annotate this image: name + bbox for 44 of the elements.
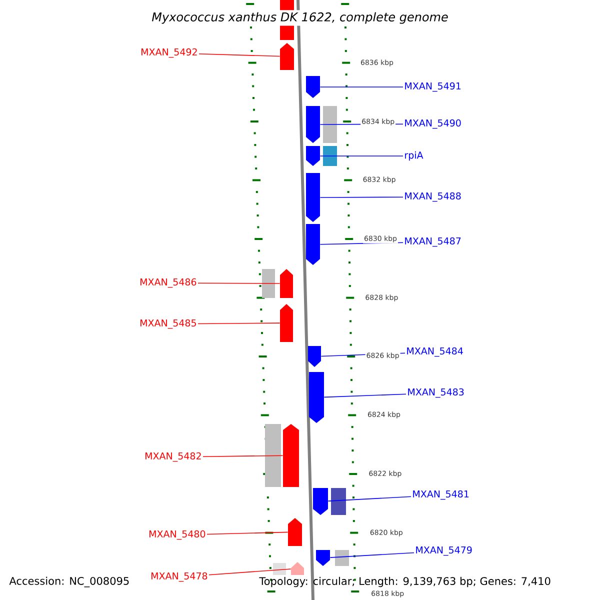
footer-text: Topology: circular; Length: 9,139,763 bp; Genes: 7,410 (259, 576, 550, 588)
gene-symbol (280, 43, 294, 70)
leader-line (324, 394, 406, 398)
gene-label: MXAN_5487 (405, 237, 461, 247)
gene-symbol (283, 424, 299, 487)
gene-symbol (306, 173, 320, 222)
gene-label: MXAN_5491 (405, 82, 461, 92)
gene-label: MXAN_5480 (150, 530, 206, 540)
gene-symbol (309, 372, 324, 423)
gene-label: MXAN_5482 (146, 452, 201, 462)
leader-line (330, 552, 414, 558)
gene-symbol (280, 269, 293, 298)
leader-line (198, 53, 280, 57)
leader-line (206, 532, 288, 535)
gene-label: MXAN_5488 (405, 192, 461, 202)
gene-symbol (288, 518, 302, 546)
title: Myxococcus xanthus DK 1622, complete genome (150, 10, 450, 26)
gene-label: MXAN_5492 (142, 48, 197, 58)
gene-label: MXAN_5483 (408, 388, 464, 398)
gene-label: MXAN_5478 (152, 572, 208, 582)
gene-label: MXAN_5484 (407, 347, 463, 357)
leader-line (328, 496, 412, 502)
gene-symbol (280, 304, 293, 342)
gene-symbol (313, 488, 328, 515)
leader-line (320, 196, 404, 198)
gene-label: MXAN_5486 (140, 278, 196, 288)
leader-line (202, 455, 284, 458)
gene-symbol (308, 346, 321, 367)
gene-label: MXAN_5490 (405, 119, 461, 129)
gene-label: rpiA (405, 151, 424, 161)
footer-text: Accession: NC_008095 (9, 576, 129, 588)
gene-symbol (306, 106, 320, 143)
leader-line (208, 568, 292, 576)
leader-line (198, 282, 280, 284)
gene-symbol (306, 76, 320, 98)
gene-label: MXAN_5481 (413, 490, 469, 500)
leader-line (320, 86, 404, 88)
gene-symbol (306, 146, 320, 166)
leader-line (198, 322, 280, 324)
gene-symbol (306, 224, 320, 265)
gene-label: MXAN_5479 (416, 546, 472, 556)
gene-symbol (291, 562, 304, 575)
gene-label: MXAN_5485 (140, 319, 196, 329)
gene-symbol (316, 550, 330, 566)
